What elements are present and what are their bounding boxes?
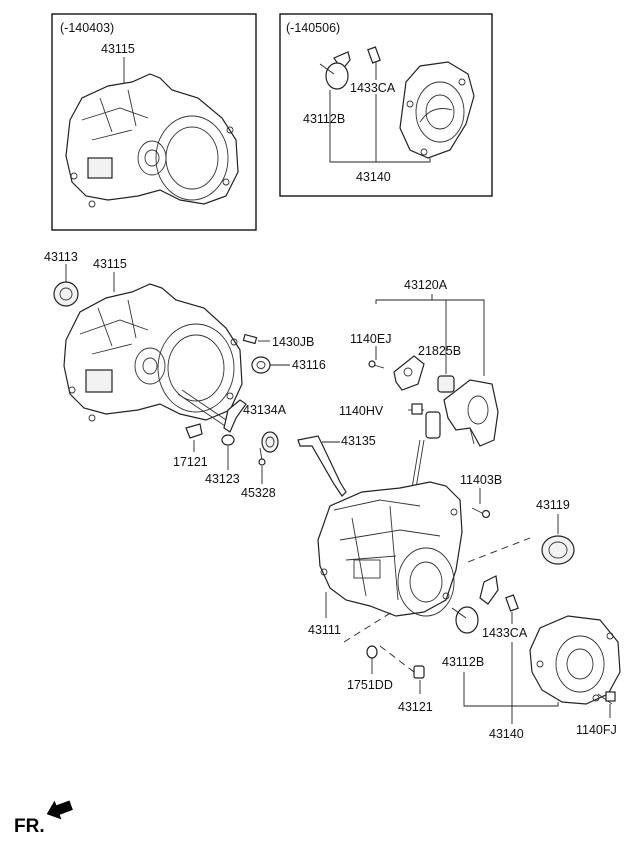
- part-label-43116: 43116: [292, 358, 326, 372]
- dowel-1430JB-illustration: [242, 333, 258, 345]
- bearing-illustration: [261, 431, 279, 453]
- bushing-21825B-illustration: [437, 375, 455, 393]
- part-label-45328: 45328: [241, 486, 276, 500]
- cover-plate-lower-illustration: [451, 575, 499, 634]
- oil-seal-43119-illustration: [541, 535, 575, 565]
- cover-plate-illustration: [319, 51, 351, 90]
- shift-shaft-illustration: [177, 389, 247, 433]
- variant-range-label: (-140403): [60, 21, 114, 35]
- bolt-11403B-illustration: [471, 507, 491, 519]
- seal-43123-illustration: [221, 434, 235, 446]
- clutch-housing-cover-illustration: [399, 61, 475, 159]
- part-label-43134A: 43134A: [243, 403, 287, 417]
- part-label-1430JB: 1430JB: [272, 335, 314, 349]
- part-label-1140FJ: 1140FJ: [576, 723, 617, 737]
- part-label-1433CA: 1433CA: [482, 626, 528, 640]
- part-label-43115: 43115: [93, 257, 127, 271]
- part-label-43113: 43113: [44, 250, 78, 264]
- variant-box-frame-2: [279, 13, 493, 197]
- part-label-43119: 43119: [536, 498, 570, 512]
- part-label-1140EJ: 1140EJ: [350, 332, 391, 346]
- part-label-1140HV: 1140HV: [339, 404, 384, 418]
- transmission-case-illustration: [65, 73, 239, 208]
- part-label-43120A: 43120A: [404, 278, 448, 292]
- variant-range-label-2: (-140506): [286, 21, 340, 35]
- part-label-43140-variant: 43140: [356, 170, 391, 184]
- variant-box-140506: (-140506) 1433CA 43112B 43140: [279, 13, 493, 197]
- part-label-21825B: 21825B: [418, 344, 461, 358]
- variant-box-frame: [51, 13, 257, 231]
- bolt-1140HV-illustration: [408, 403, 424, 415]
- transmission-case-43115-illustration: [63, 283, 243, 422]
- front-direction-indicator: FR.: [14, 800, 73, 837]
- part-label-43112B-variant: 43112B: [303, 112, 345, 126]
- dowel-pin-illustration: [367, 46, 381, 64]
- bolt-45328-illustration: [258, 447, 266, 466]
- mount-bracket-illustration: [393, 355, 425, 391]
- front-arrow-icon: [46, 800, 73, 820]
- mount-support-illustration: [443, 379, 499, 447]
- link-rod-43135-illustration: [297, 435, 347, 497]
- part-label-43112B: 43112B: [442, 655, 484, 669]
- part-label-43115-variant: 43115: [101, 42, 135, 56]
- pipe-illustration: [411, 411, 441, 489]
- part-label-11403B: 11403B: [460, 473, 502, 487]
- part-label-43135: 43135: [341, 434, 376, 448]
- part-label-43121: 43121: [398, 700, 433, 714]
- plug-43121-illustration: [413, 665, 425, 679]
- front-label: FR.: [14, 816, 45, 837]
- bolt-1140EJ-illustration: [368, 360, 385, 369]
- dowel-pin-lower-illustration: [505, 594, 519, 612]
- part-label-43123: 43123: [205, 472, 240, 486]
- clutch-housing-cover-lower-illustration: [529, 615, 621, 705]
- washer-43116-illustration: [251, 356, 271, 374]
- part-label-43111: 43111: [308, 623, 341, 637]
- part-label-17121: 17121: [173, 455, 208, 469]
- transmission-case-43111-illustration: [317, 481, 463, 617]
- variant-box-140403: (-140403) 43115: [51, 13, 257, 231]
- part-label-1751DD: 1751DD: [347, 678, 393, 692]
- part-label-1433CA-variant: 1433CA: [350, 81, 396, 95]
- clip-17121-illustration: [185, 423, 203, 439]
- part-label-43140: 43140: [489, 727, 524, 741]
- washer-1751DD-illustration: [366, 645, 378, 659]
- bolt-1140FJ-illustration: [597, 691, 616, 705]
- oil-seal-43113-illustration: [53, 281, 79, 307]
